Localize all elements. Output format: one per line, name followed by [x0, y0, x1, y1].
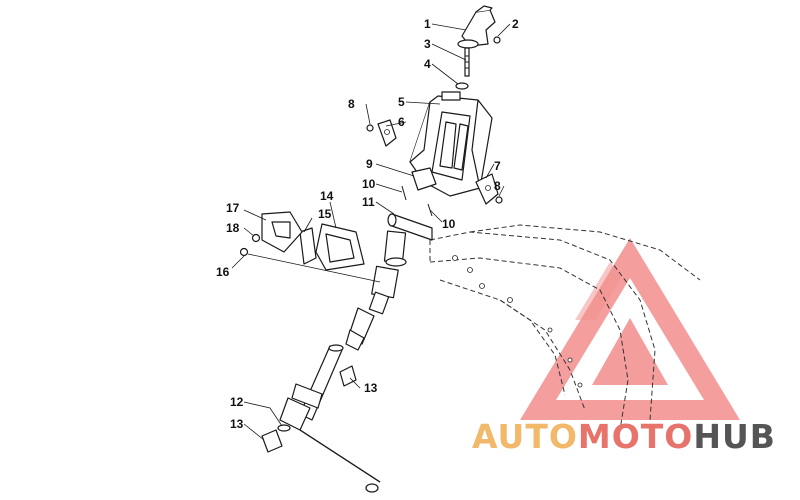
- bolt-part-16: [239, 247, 249, 257]
- callout-9: 9: [366, 157, 373, 171]
- bushing-housing-part-14: [315, 223, 365, 271]
- plate-part-15: [299, 227, 317, 265]
- callout-14: 14: [320, 189, 334, 203]
- callout-13-upper: 13: [364, 381, 378, 395]
- callout-2: 2: [512, 17, 519, 31]
- pin-part-10-left: [401, 185, 407, 201]
- bolt-part-2: [493, 36, 501, 44]
- callout-4: 4: [424, 57, 431, 71]
- callout-8-left: 8: [348, 97, 355, 111]
- callout-17: 17: [226, 201, 240, 215]
- callout-12: 12: [230, 395, 244, 409]
- callout-5: 5: [398, 95, 405, 109]
- callout-10-right: 10: [442, 217, 456, 231]
- top-bracket-part-1: [457, 5, 496, 49]
- leader-lines: [231, 23, 511, 441]
- callout-11: 11: [362, 195, 375, 209]
- clamp-part-17: [261, 211, 303, 253]
- watermark-moto: MOTO: [578, 417, 693, 456]
- callout-13-lower: 13: [230, 417, 244, 431]
- nut-part-13-upper: [339, 365, 357, 387]
- washer-part-12: [277, 424, 291, 432]
- automotohub-logo-icon: [520, 238, 740, 420]
- automotohub-watermark: AUTOMOTOHUB: [472, 417, 776, 456]
- callout-16: 16: [216, 265, 230, 279]
- callout-labels: 1 2 3 4 5 6 7 8 8 9 10 10 11 12 13 13 14…: [216, 17, 519, 431]
- callout-7: 7: [494, 159, 501, 173]
- bolt-part-3: [464, 47, 470, 77]
- nut-part-13-lower: [261, 429, 283, 453]
- bolt-part-18: [251, 233, 261, 243]
- svg-text:AUTOMOTOHUB: AUTOMOTOHUB: [472, 417, 776, 456]
- chassis-frame: [429, 224, 701, 431]
- steering-shaft-lower: [345, 265, 399, 351]
- bolt-part-8-left: [366, 124, 374, 132]
- watermark-hub: HUB: [693, 417, 776, 456]
- washer-part-4: [455, 82, 469, 90]
- callout-18: 18: [226, 221, 240, 235]
- callout-1: 1: [424, 17, 431, 31]
- callout-3: 3: [424, 37, 431, 51]
- callout-6: 6: [398, 115, 405, 129]
- callout-10-left: 10: [362, 177, 376, 191]
- steering-t-shaft-part-11: [383, 213, 433, 267]
- lower-steering-column: [279, 344, 381, 493]
- callout-8-right: 8: [494, 179, 501, 193]
- bolt-part-8-right: [495, 196, 503, 204]
- side-bracket-part-6: [377, 119, 397, 147]
- spacer-part-9: [411, 167, 437, 191]
- watermark-auto: AUTO: [472, 417, 578, 456]
- callout-15: 15: [318, 207, 332, 221]
